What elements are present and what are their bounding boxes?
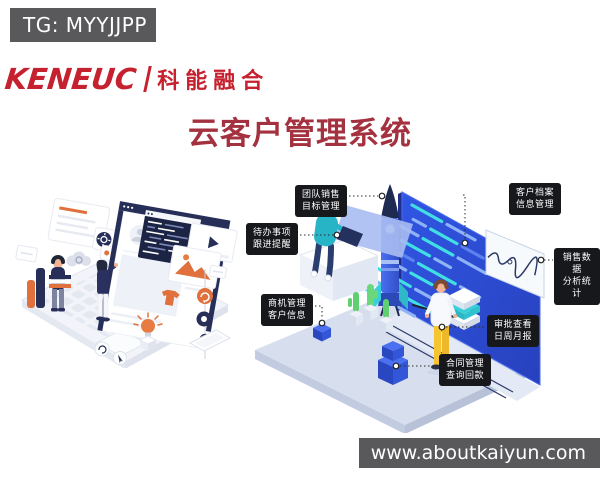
brand-logo: KENEUC 科能融合 — [3, 62, 270, 96]
cursor-button-icon — [113, 351, 127, 365]
lightbulb-icon — [133, 312, 163, 351]
workspace-illustration — [15, 197, 238, 368]
play-icon — [207, 236, 219, 249]
gear-cloud-icon — [66, 251, 91, 267]
feature-label-opportunity-customer-info: 商机管理 客户信息 — [261, 294, 314, 327]
logo-divider — [143, 66, 152, 92]
small-cube — [313, 323, 331, 342]
woman-at-screen — [96, 259, 118, 322]
connector-nodes — [318, 192, 545, 370]
logo-chinese: 科能融合 — [157, 69, 270, 94]
feature-label-team-sales-target: 团队销售 目标管理 — [295, 185, 348, 218]
image-card — [167, 244, 222, 289]
shirt-icon — [161, 289, 180, 306]
refresh-button-icon — [94, 341, 110, 357]
feature-label-contract-payment-query: 合同管理 查询回款 — [439, 354, 492, 387]
page-title: 云客户管理系统 — [188, 116, 412, 152]
feature-label-customer-archive-info: 客户档案 信息管理 — [509, 183, 562, 216]
contact-badge: TG: MYYJJPP — [10, 8, 156, 42]
sync-icon — [197, 288, 213, 304]
sitting-developer — [298, 203, 413, 301]
cactus-plants — [348, 284, 393, 332]
feature-label-sales-data-analysis: 销售数据 分析统计 — [554, 248, 600, 305]
bar-chart — [15, 244, 45, 308]
footer-url-bar: www.aboutkaiyun.com — [358, 438, 600, 468]
feature-label-approval-reports: 审批查看 日周月报 — [487, 315, 540, 348]
line-chart-card — [485, 229, 545, 299]
lap-laptop — [337, 226, 363, 247]
man-with-boxes — [48, 255, 72, 312]
mountain-icon — [175, 260, 211, 280]
connector-lines — [296, 194, 553, 367]
phone — [188, 329, 232, 352]
cube-boxes — [378, 341, 408, 385]
crm-feature-illustration — [255, 184, 553, 433]
feature-label-todo-follow-up-reminder: 待办事项 跟进提醒 — [246, 223, 299, 256]
logo-latin: KENEUC — [3, 62, 138, 96]
gear-icon — [97, 233, 111, 247]
